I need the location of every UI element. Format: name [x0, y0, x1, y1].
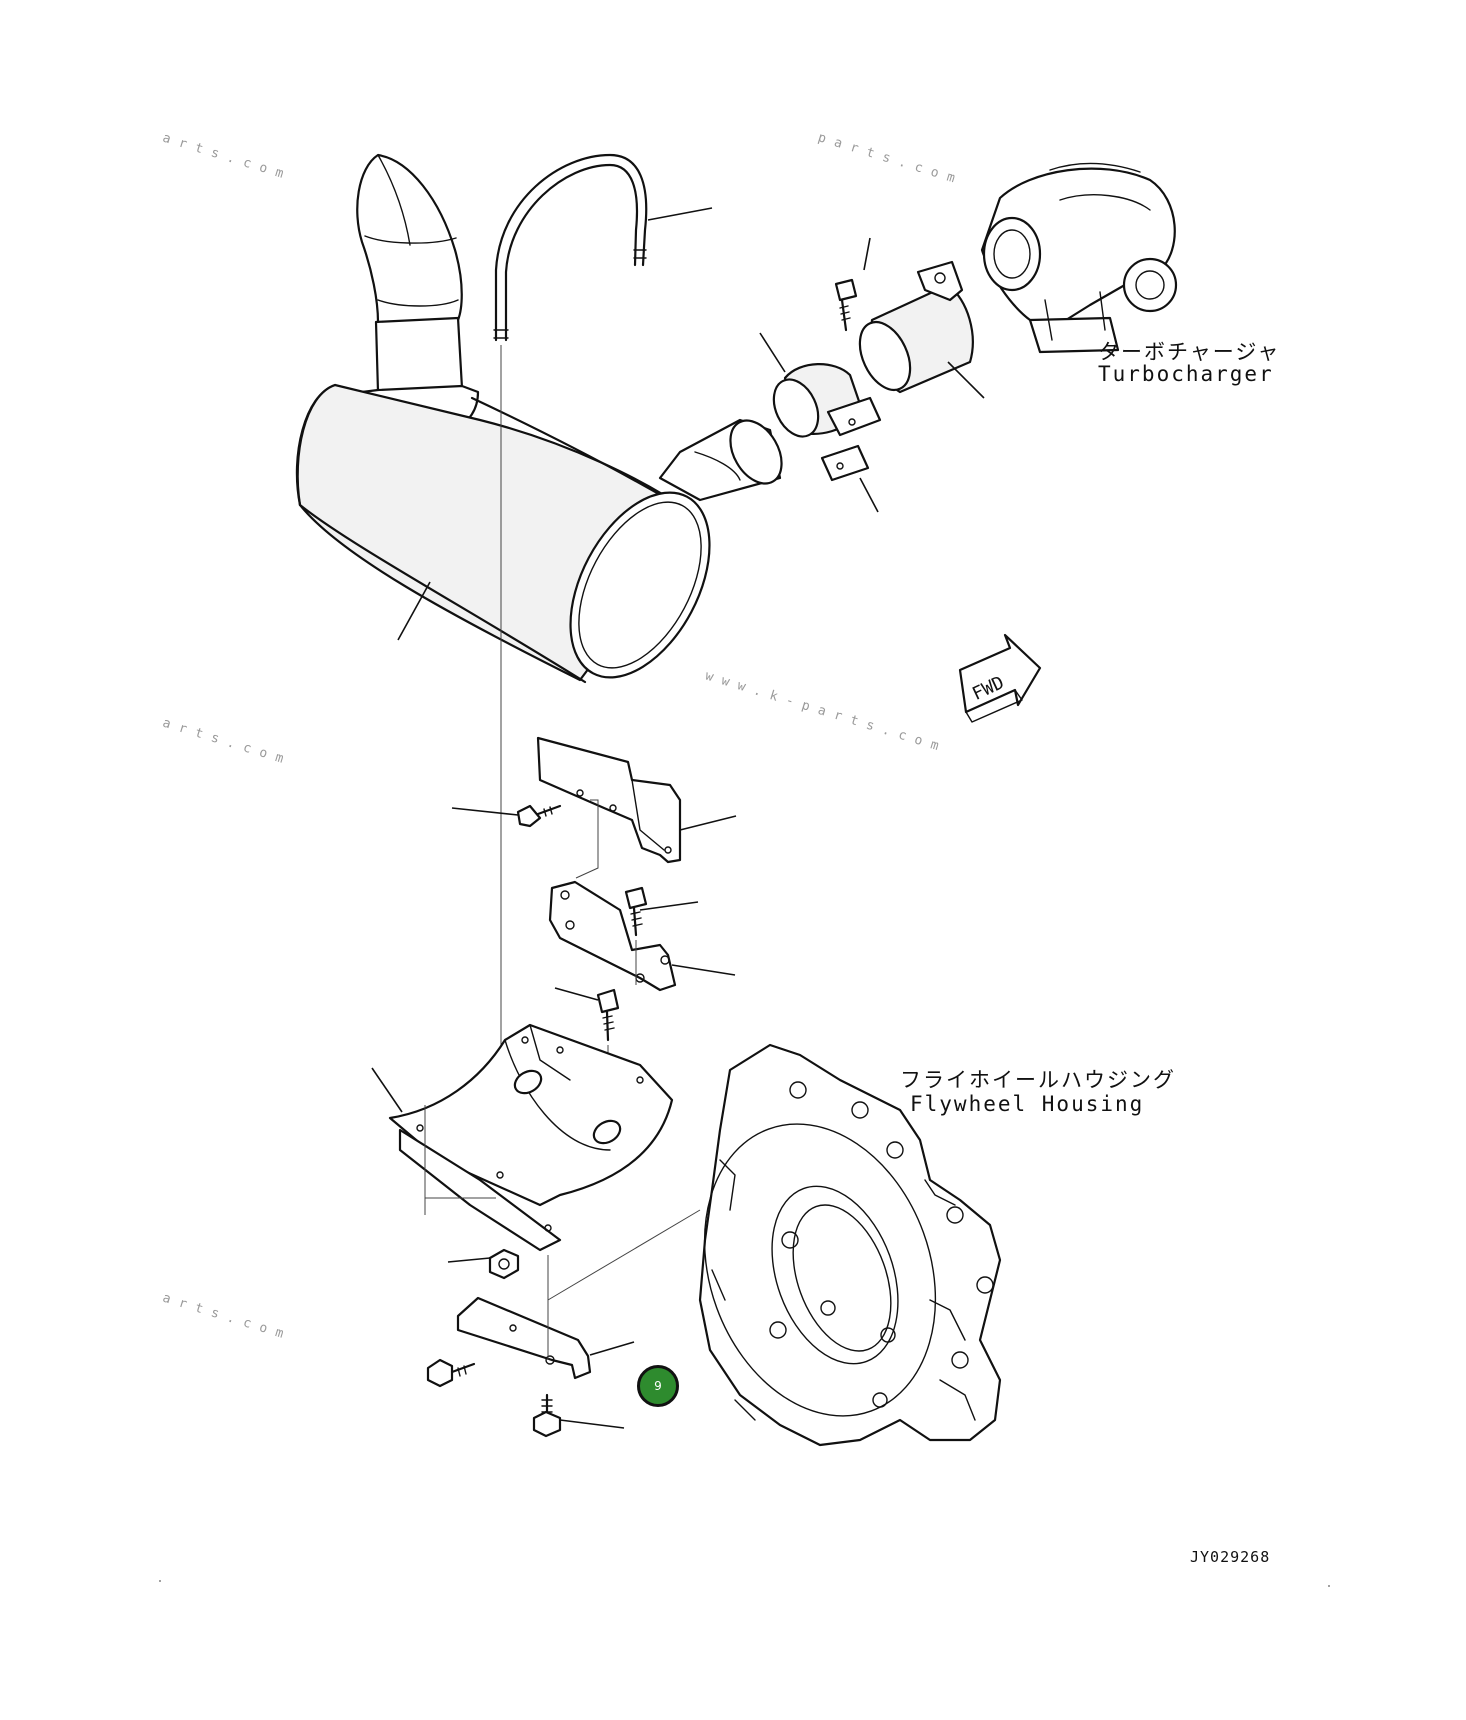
drawing-code: JY029268: [1190, 1548, 1271, 1566]
turbocharger-label-ja: ターボチャージャ: [1098, 340, 1281, 364]
muffler: [295, 383, 711, 684]
pipe-clamp: [772, 363, 882, 482]
tail-pipe: [658, 418, 783, 502]
heat-shield: [536, 736, 682, 864]
flywheel-housing-label-en: Flywheel Housing: [910, 1092, 1145, 1116]
drain-hose: [493, 153, 648, 1160]
plate-bolt: [426, 1358, 476, 1388]
support-cradle: [388, 1023, 674, 1252]
bottom-bolt: [532, 1393, 562, 1438]
turbocharger-label-en: Turbocharger: [1098, 362, 1274, 386]
connector-pipe: [858, 260, 974, 394]
mounting-bracket: [548, 799, 677, 992]
shield-bolt: [516, 804, 562, 828]
flywheel-housing-label-ja: フライホイールハウジング: [900, 1068, 1176, 1092]
hotspot-marker-9[interactable]: 9: [637, 1365, 679, 1407]
exhaust-stack: [356, 153, 480, 432]
bottom-plate: [456, 1255, 592, 1380]
leader-lines: [371, 207, 985, 1429]
flange-nut: [488, 1248, 520, 1280]
bracket-bolt: [624, 886, 648, 985]
clamp-bolt: [834, 278, 858, 332]
flywheel-housing: [547, 1043, 1002, 1447]
forward-arrow: [958, 633, 1042, 723]
turbocharger: [980, 162, 1178, 354]
